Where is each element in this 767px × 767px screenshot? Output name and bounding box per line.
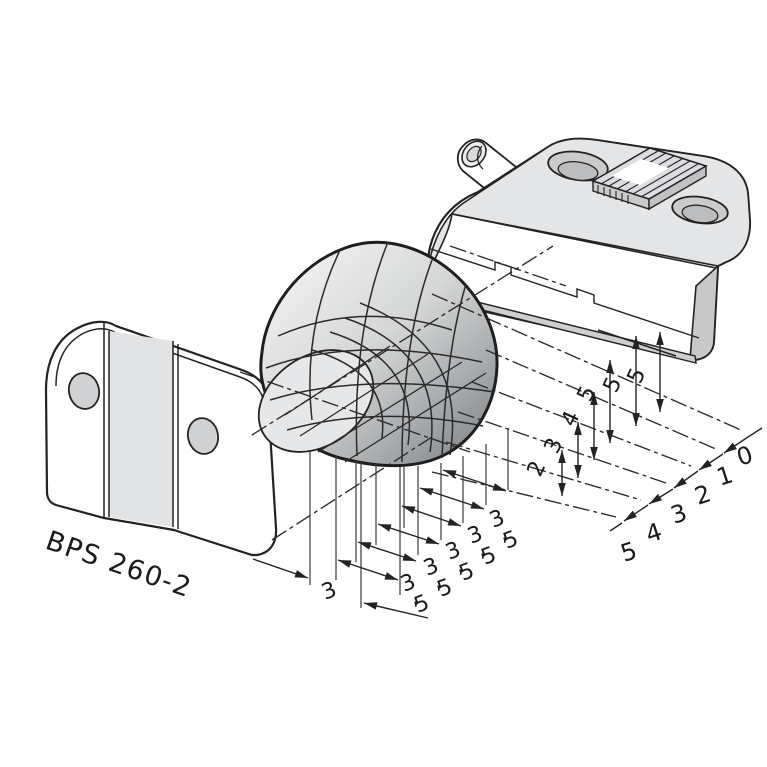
sensor-connector: [456, 138, 523, 201]
axis-label-4: 4: [642, 517, 665, 548]
label-plate-window: [612, 159, 669, 185]
sensor-face-step: [430, 248, 700, 339]
actuator-top-crease: [55, 328, 265, 403]
axis-label-2: 2: [691, 479, 714, 510]
actuator-block: [44, 320, 278, 557]
sensor-hole-rear: [671, 195, 729, 225]
axis-label-0: 0: [733, 440, 756, 471]
actuator-hole-left: [67, 372, 101, 410]
lower-axis-line: [271, 436, 433, 541]
height-dim-label-3: 3: [540, 434, 569, 457]
height-dimension-labels: 2 3 4 5 5 5: [523, 364, 652, 480]
axis-label-1: 1: [713, 460, 736, 491]
sensing-field-dome: [257, 240, 499, 468]
axis-label-3: 3: [667, 498, 690, 529]
product-label: BPS 260-2: [42, 525, 196, 604]
height-dim-label-2: 2: [523, 457, 552, 480]
actuator-center-panel: [109, 331, 173, 527]
upper-cross-axis-line: [239, 371, 471, 453]
sensor-label-plate: [591, 147, 708, 211]
axis-label-5: 5: [617, 536, 640, 567]
sensor-face-axis-line: [449, 245, 567, 287]
height-dim-label-5a: 5: [573, 382, 602, 405]
distance-axis-labels: 5 4 3 2 1 0: [617, 440, 756, 567]
sensor-right-face: [689, 264, 719, 361]
spacing-dimension-labels: 3 3,5 3,5 3,5 3,5 3,5: [318, 502, 528, 622]
spacing-dim-label-3: 3: [318, 577, 340, 605]
sensor-body: [426, 137, 752, 364]
actuator-hole-right: [186, 417, 220, 455]
spacing-dimension-arrows: [252, 469, 507, 619]
sensor-hole-front: [547, 150, 609, 182]
height-dimension-arrows: [558, 332, 664, 496]
height-dim-label-4: 4: [557, 407, 586, 430]
distance-axis: [609, 427, 763, 532]
main-axis-line: [251, 245, 554, 436]
